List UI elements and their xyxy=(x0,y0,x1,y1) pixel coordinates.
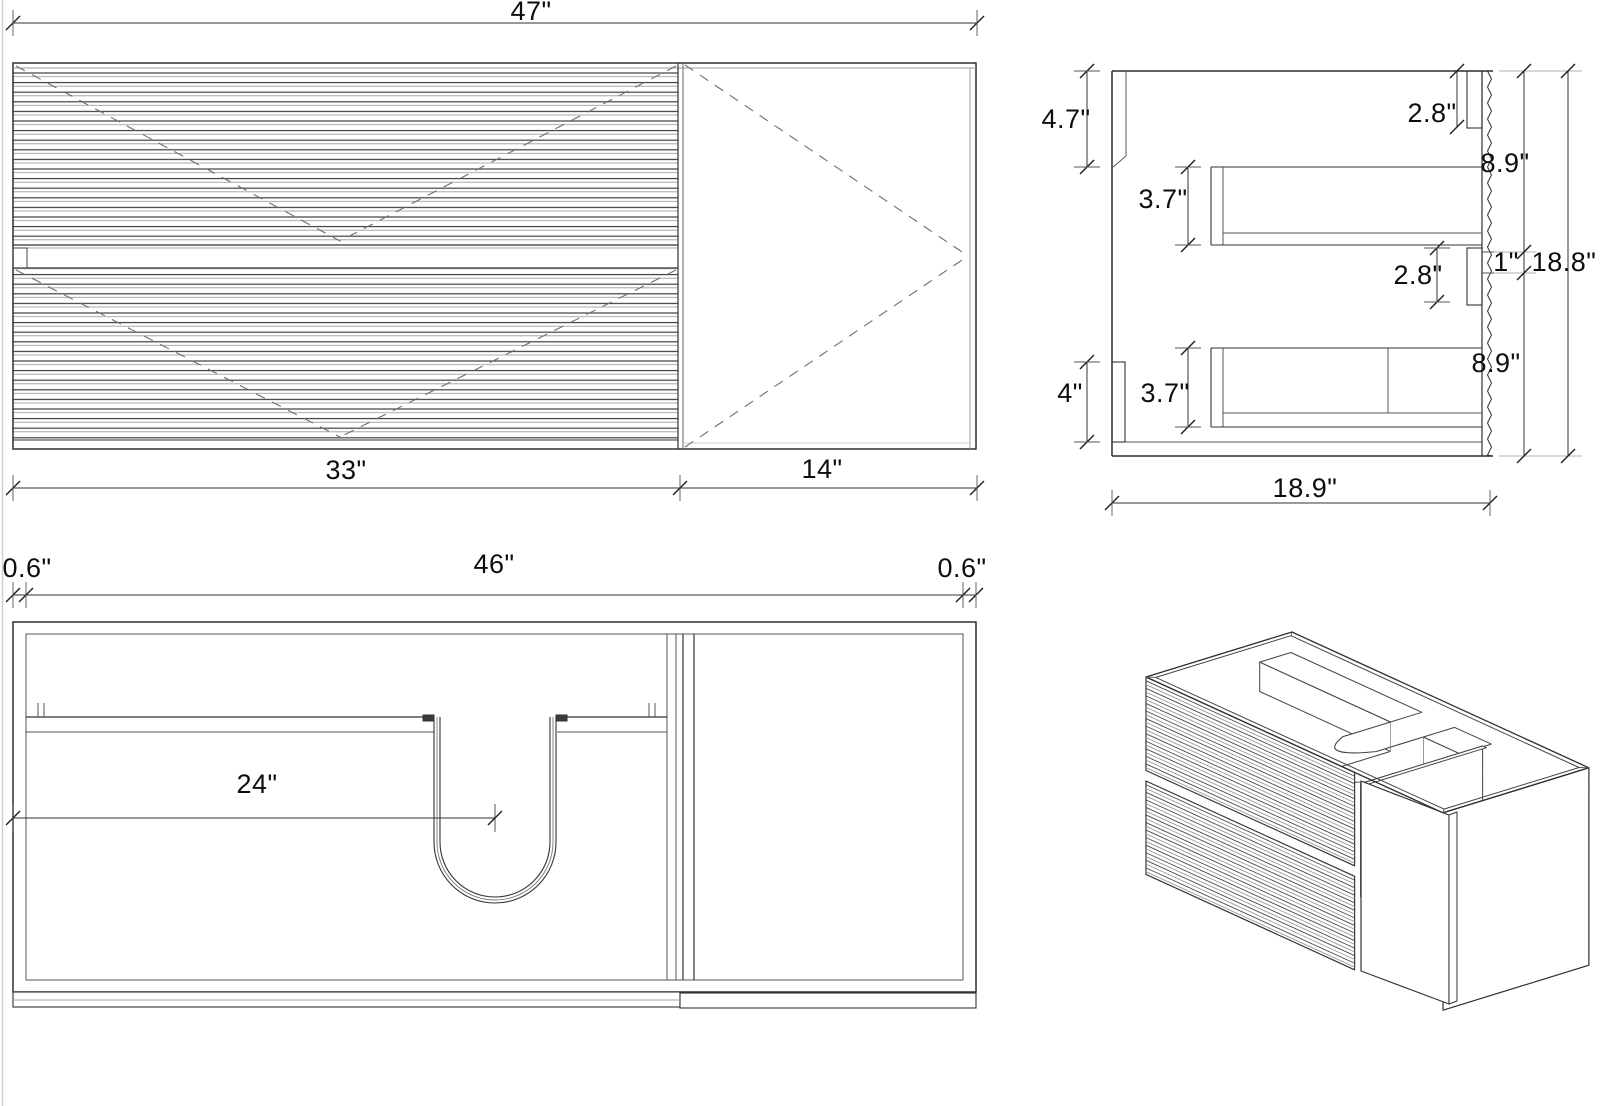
plan-top-view xyxy=(5,582,984,1009)
dimension-labels: 47" 33" 14" 0.6" 46" 0.6" 24" 4.7" 3.7" … xyxy=(2,0,1597,799)
front-door-width-dim: 14" xyxy=(801,454,842,484)
side-top-rail-dim: 4.7" xyxy=(1041,104,1090,134)
side-overall-depth-dim: 18.9" xyxy=(1273,473,1338,503)
side-overall-height-dim: 18.8" xyxy=(1532,247,1597,277)
isometric-view xyxy=(1145,631,1590,1011)
side-bottom-rail-dim: 4" xyxy=(1057,378,1083,408)
front-overall-width-dim: 47" xyxy=(510,0,551,26)
side-section-view xyxy=(1074,63,1582,516)
plan-interior-width-dim: 46" xyxy=(473,549,514,579)
front-fluted-width-dim: 33" xyxy=(325,455,366,485)
side-top-mount-rail-dim: 2.8" xyxy=(1407,98,1456,128)
plan-right-wall-dim: 0.6" xyxy=(937,553,986,583)
side-lower-drawer-dim: 3.7" xyxy=(1140,378,1189,408)
side-upper-drawer-dim: 3.7" xyxy=(1138,184,1187,214)
plan-left-wall-dim: 0.6" xyxy=(2,553,51,583)
plan-sink-center-dim: 24" xyxy=(236,769,277,799)
side-upper-front-dim: 8.9" xyxy=(1480,148,1529,178)
front-elevation-view xyxy=(1,0,985,1106)
side-lower-front-dim: 8.9" xyxy=(1471,348,1520,378)
side-mid-mount-rail-dim: 2.8" xyxy=(1393,260,1442,290)
side-front-gap-dim: 1" xyxy=(1493,247,1519,277)
